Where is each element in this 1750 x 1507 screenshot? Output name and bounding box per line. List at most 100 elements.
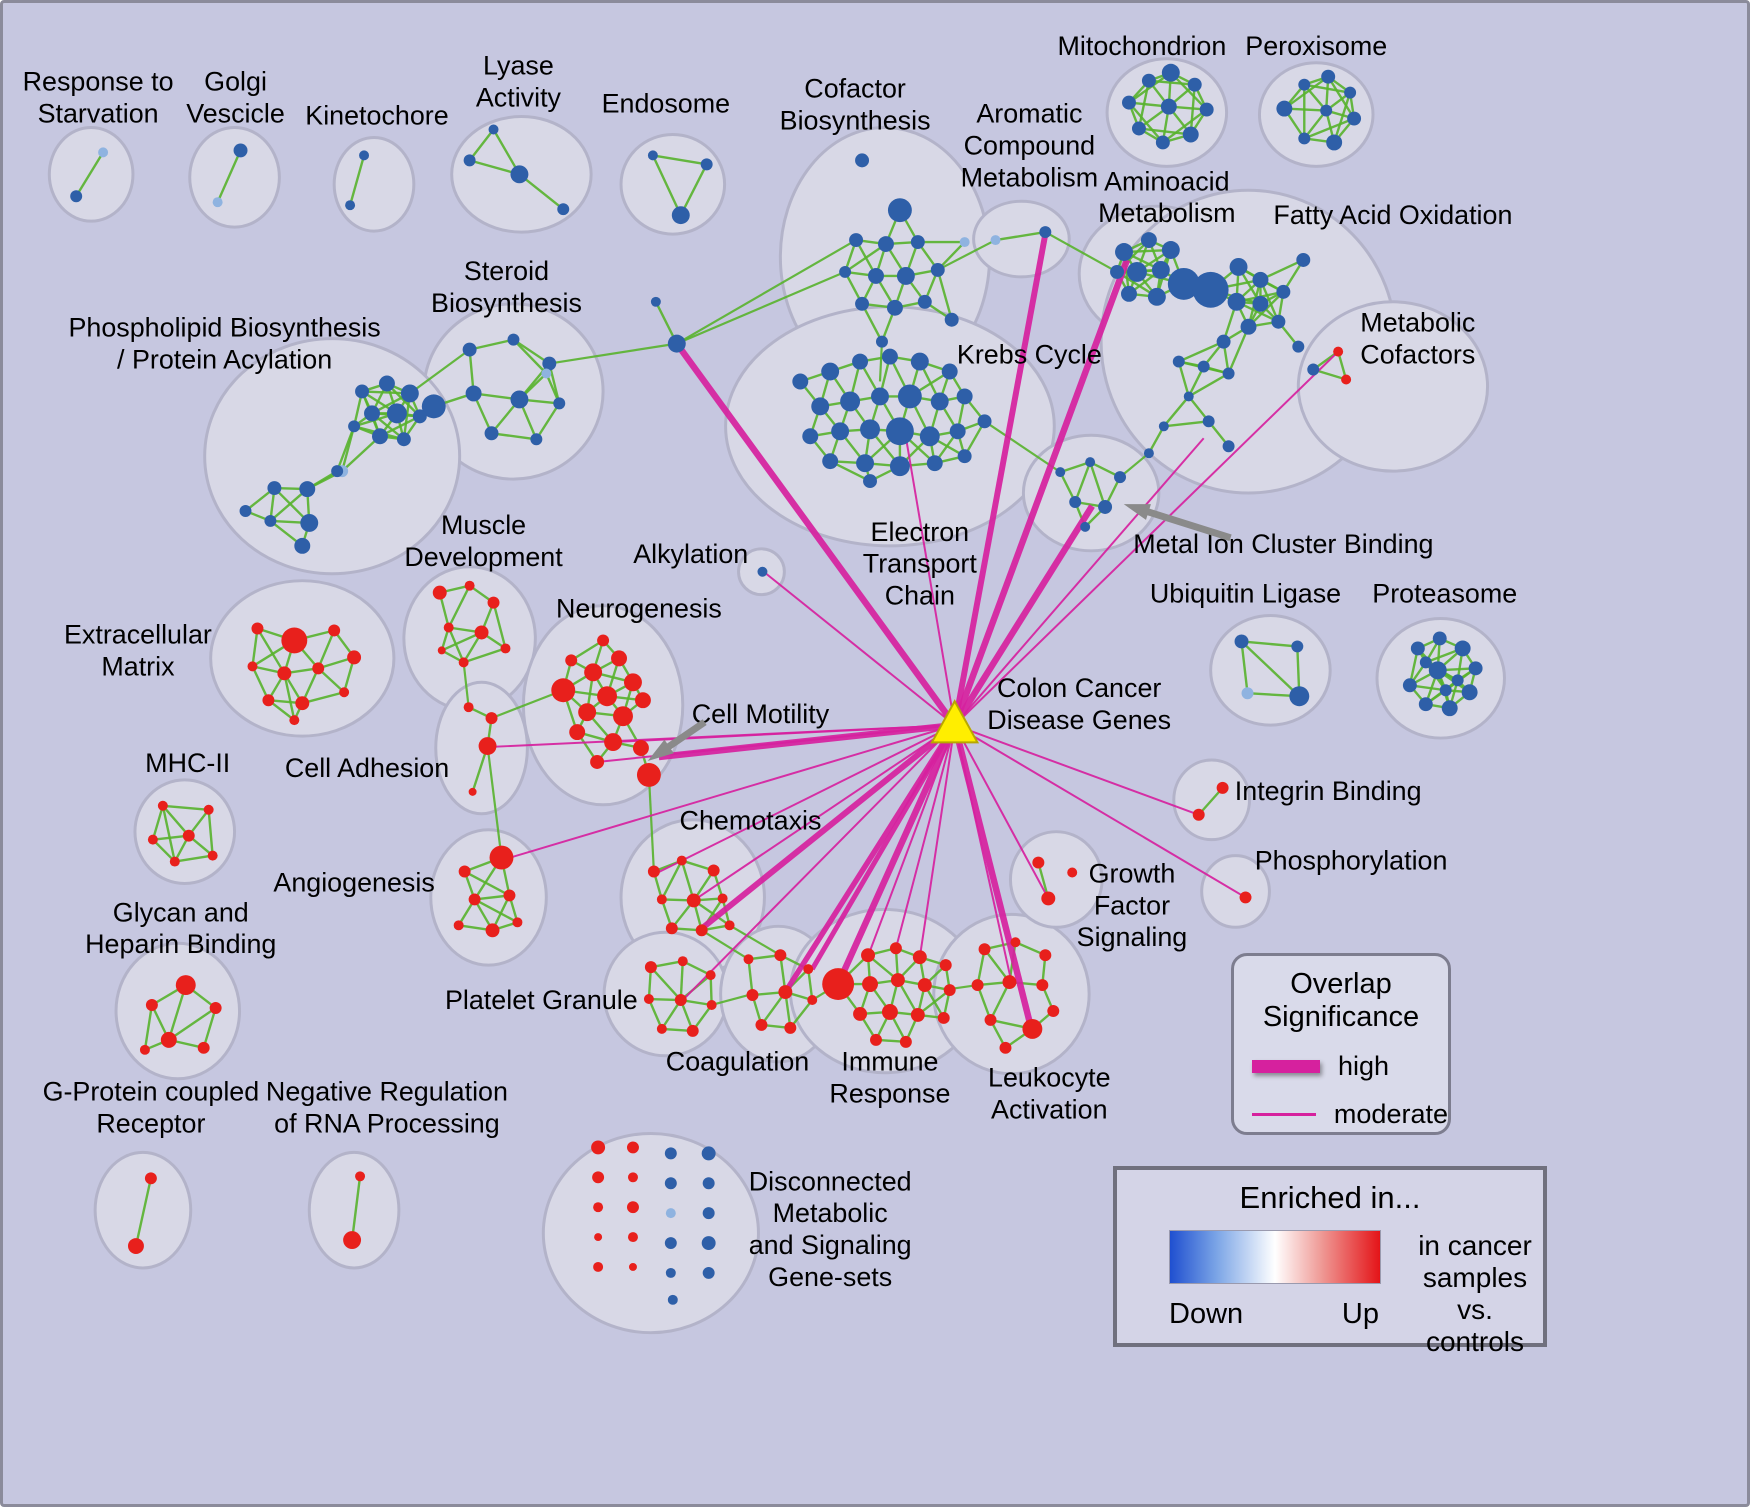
edge	[492, 602, 507, 649]
overlap-link	[682, 724, 956, 1001]
edge	[447, 585, 471, 629]
edge	[207, 809, 214, 856]
cluster-bubble-kinetochore	[332, 135, 416, 233]
gene-set-node	[487, 596, 500, 609]
gene-set-node	[594, 1233, 603, 1242]
gene-set-node	[897, 384, 922, 409]
gene-set-node	[1296, 253, 1311, 267]
gene-set-node	[144, 1172, 157, 1185]
overlap-link	[953, 437, 1205, 726]
gene-set-node	[1098, 500, 1113, 514]
edge	[468, 128, 495, 162]
gene-set-node	[1320, 104, 1333, 117]
enrichment-up-label: Up	[1341, 1298, 1379, 1330]
gene-set-node	[910, 235, 925, 250]
cluster-bubble-aromatic-compound-metabolism	[972, 199, 1071, 279]
gene-set-node	[312, 662, 325, 675]
gene-set-node	[1222, 367, 1235, 380]
edge	[976, 948, 986, 986]
gene-set-node	[1114, 471, 1126, 484]
edge	[1074, 461, 1092, 503]
gene-set-node	[468, 787, 477, 796]
gene-set-node	[1172, 355, 1185, 368]
inter-cluster-edge	[647, 774, 655, 872]
gene-set-node	[930, 262, 945, 277]
gene-set-node	[1183, 391, 1194, 402]
gene-set-node	[1126, 261, 1147, 282]
gene-set-node	[1240, 318, 1257, 335]
gene-set-node	[861, 948, 875, 963]
pointer-arrow	[1137, 505, 1232, 542]
gene-set-node	[1402, 678, 1417, 693]
gene-set-node	[1192, 808, 1205, 821]
cluster-label-phosphorylation: Phosphorylation	[1255, 846, 1448, 876]
inter-cluster-edge	[549, 342, 677, 365]
gene-set-node	[971, 979, 984, 992]
gene-set-node	[98, 147, 109, 158]
gene-set-node	[182, 829, 195, 842]
gene-set-node	[1039, 949, 1052, 962]
edge	[651, 154, 682, 216]
gene-set-node	[887, 198, 912, 223]
gene-set-node	[636, 762, 661, 787]
gene-set-node	[1187, 77, 1202, 92]
gene-set-node	[478, 737, 497, 755]
gene-set-node	[686, 893, 701, 908]
overlap-link	[951, 258, 1131, 727]
gene-set-node	[592, 1171, 605, 1184]
gene-set-node	[984, 1013, 997, 1026]
enrichment-down-label: Down	[1169, 1298, 1244, 1330]
edge	[976, 984, 992, 1021]
overlap-link	[953, 350, 1339, 726]
gene-set-node	[1085, 457, 1096, 468]
edge	[518, 173, 564, 211]
gene-set-node	[957, 449, 972, 464]
gene-set-node	[1080, 521, 1091, 532]
gene-set-node	[1410, 641, 1425, 656]
overlap-link	[953, 724, 1013, 983]
gene-set-node	[644, 961, 657, 974]
gene-set-node	[510, 165, 529, 184]
gene-set-node	[757, 566, 768, 577]
edge	[161, 805, 176, 862]
edge	[1227, 326, 1250, 374]
gene-set-node	[1347, 111, 1362, 126]
cluster-bubble-response-to-starvation	[47, 126, 135, 223]
overlap-link	[674, 341, 958, 728]
gene-set-node	[702, 1207, 715, 1220]
edge	[161, 805, 190, 837]
gene-set-node	[1333, 346, 1344, 357]
gene-set-node	[1140, 232, 1157, 249]
gene-set-node	[677, 956, 688, 967]
overlap-link	[693, 724, 956, 902]
gene-set-node	[839, 265, 852, 278]
legend-significance-title-line1: Overlap	[1290, 968, 1392, 1000]
gene-set-node	[1155, 135, 1170, 150]
gene-set-node	[396, 432, 411, 447]
overlap-link	[918, 724, 956, 958]
gene-set-node	[701, 1236, 716, 1251]
edge	[251, 665, 270, 701]
gene-set-node	[1239, 891, 1252, 904]
edge	[341, 435, 381, 473]
cluster-label-coagulation: Coagulation	[666, 1047, 809, 1077]
edge	[1059, 461, 1091, 474]
gene-set-node	[1298, 132, 1311, 145]
gene-set-node	[432, 585, 447, 600]
gene-set-node	[700, 158, 713, 171]
gene-set-node	[530, 433, 543, 446]
gene-set-node	[831, 422, 850, 441]
edge	[807, 968, 814, 1001]
gene-set-node	[656, 894, 667, 905]
cluster-label-cell-adhesion: Cell Adhesion	[285, 753, 449, 783]
gene-set-node	[175, 975, 196, 996]
gene-set-node	[939, 959, 952, 972]
edge	[1333, 92, 1352, 143]
gene-set-node	[778, 985, 793, 1000]
gene-set-node	[1197, 360, 1210, 373]
